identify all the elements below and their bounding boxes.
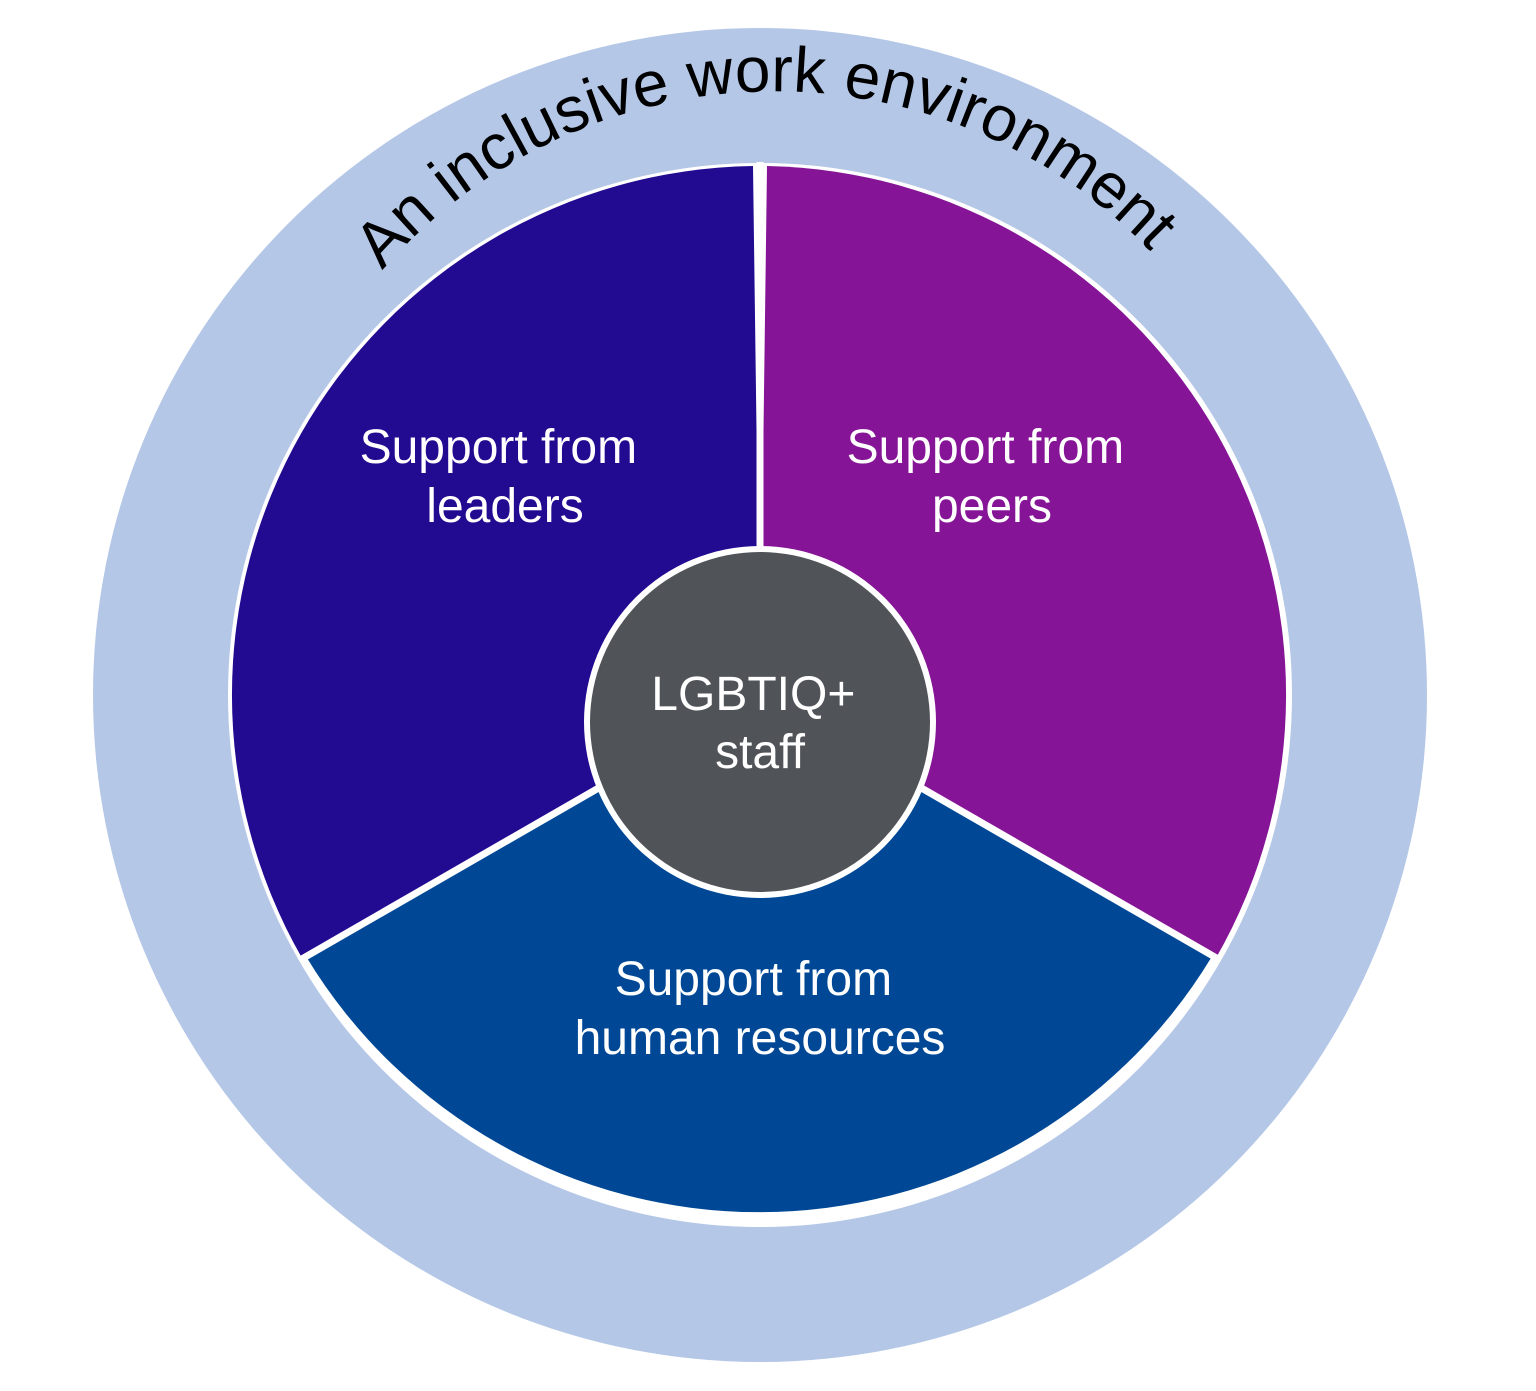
segment-hr (307, 695, 1211, 1213)
center-circle-fill (590, 552, 930, 892)
label-leaders-line1: Support from (360, 421, 637, 474)
label-hr-line2: human resources (575, 1012, 946, 1065)
label-center: LGBTIQ+ staff (651, 668, 868, 779)
label-leaders-line2: leaders (426, 480, 583, 533)
label-hr-line1: Support from (615, 953, 892, 1006)
label-leaders: Support from leaders (360, 421, 651, 533)
label-peers-line2: peers (932, 480, 1052, 533)
label-center-line2: staff (715, 726, 806, 779)
label-center-line1: LGBTIQ+ (651, 668, 855, 721)
label-peers: Support from peers (847, 421, 1138, 533)
label-hr: Support from human resources (575, 953, 946, 1065)
label-peers-line1: Support from (847, 421, 1124, 474)
